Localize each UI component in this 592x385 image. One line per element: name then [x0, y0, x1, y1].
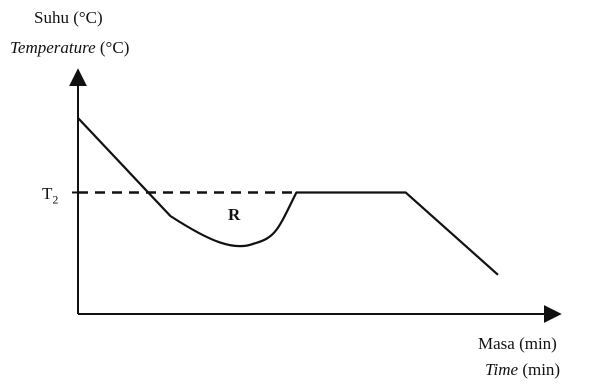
y-axis-label-en: Temperature (°C) [10, 38, 130, 57]
x-axis-label: Masa (min) [478, 334, 557, 353]
x-axis-label-en: Time (min) [485, 360, 561, 379]
temperature-curve [77, 117, 499, 276]
region-label-r: R [228, 205, 241, 224]
reference-label: T2 [42, 184, 59, 207]
y-axis-label: Suhu (°C) [34, 8, 103, 27]
